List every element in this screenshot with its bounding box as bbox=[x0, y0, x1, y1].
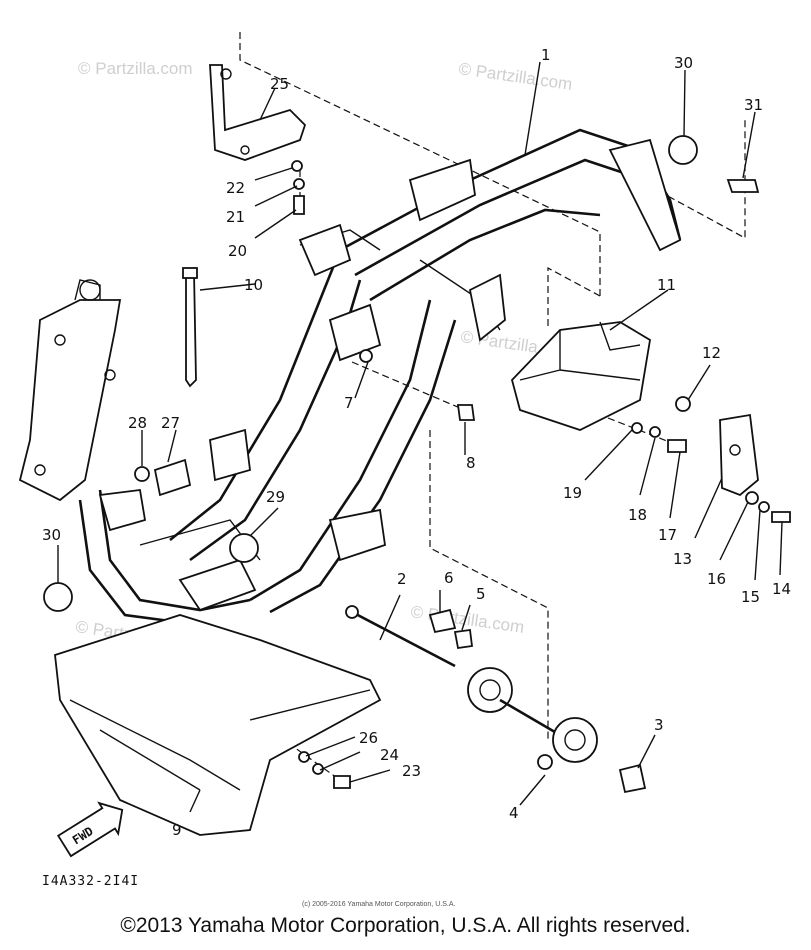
callout-24: 24 bbox=[380, 746, 399, 764]
pivot-assembly bbox=[345, 605, 647, 794]
callout-6: 6 bbox=[444, 569, 454, 587]
callout-19: 19 bbox=[563, 484, 582, 502]
callout-18: 18 bbox=[628, 506, 647, 524]
callout-1: 1 bbox=[541, 46, 551, 64]
copyright-notice: ©2013 Yamaha Motor Corporation, U.S.A. A… bbox=[120, 914, 691, 937]
callout-10: 10 bbox=[244, 276, 263, 294]
callout-29: 29 bbox=[266, 488, 285, 506]
small-hardware bbox=[43, 135, 791, 789]
callout-22: 22 bbox=[226, 179, 245, 197]
undercover-part-9 bbox=[54, 614, 382, 836]
callout-30-right: 30 bbox=[674, 54, 693, 72]
watermarks: © Partzilla.com © Partzilla.com © Partzi… bbox=[74, 59, 575, 652]
callout-9: 9 bbox=[172, 821, 182, 839]
leader-lines bbox=[57, 61, 783, 813]
callout-16: 16 bbox=[707, 570, 726, 588]
callout-4: 4 bbox=[509, 804, 519, 822]
callout-28: 28 bbox=[128, 414, 147, 432]
band-part-10 bbox=[182, 267, 198, 388]
callout-5: 5 bbox=[476, 585, 486, 603]
callout-2: 2 bbox=[397, 570, 407, 588]
callout-12: 12 bbox=[702, 344, 721, 362]
callout-25-26: 26 bbox=[359, 729, 378, 747]
main-frame bbox=[18, 128, 682, 627]
callout-15: 15 bbox=[741, 588, 760, 606]
small-credit: (c) 2005-2016 Yamaha Motor Corporation, … bbox=[302, 901, 455, 908]
callouts: 1 2 3 4 5 6 7 8 9 10 11 12 13 14 15 16 1… bbox=[42, 46, 791, 839]
watermark: © Partzilla.com bbox=[457, 59, 573, 94]
callout-8: 8 bbox=[466, 454, 476, 472]
callout-23: 23 bbox=[402, 762, 421, 780]
callout-13: 13 bbox=[673, 550, 692, 568]
switch-part-13 bbox=[719, 413, 759, 497]
callout-21: 21 bbox=[226, 208, 245, 226]
callout-30-left: 30 bbox=[42, 526, 61, 544]
bracket-part-25 bbox=[209, 64, 307, 161]
callout-31: 31 bbox=[744, 96, 763, 114]
callout-25: 25 bbox=[270, 75, 289, 93]
fwd-arrow: FWD bbox=[56, 801, 124, 858]
callout-7: 7 bbox=[344, 394, 354, 412]
callout-27: 27 bbox=[161, 414, 180, 432]
callout-20: 20 bbox=[228, 242, 247, 260]
diagram-code: I4A332-2I4I bbox=[42, 874, 139, 889]
callout-17: 17 bbox=[658, 526, 677, 544]
battery-box-part-11 bbox=[510, 321, 651, 431]
callout-14: 14 bbox=[772, 580, 791, 598]
callout-3: 3 bbox=[654, 716, 664, 734]
watermark: © Partzilla.com bbox=[78, 59, 193, 78]
callout-11: 11 bbox=[657, 276, 676, 294]
